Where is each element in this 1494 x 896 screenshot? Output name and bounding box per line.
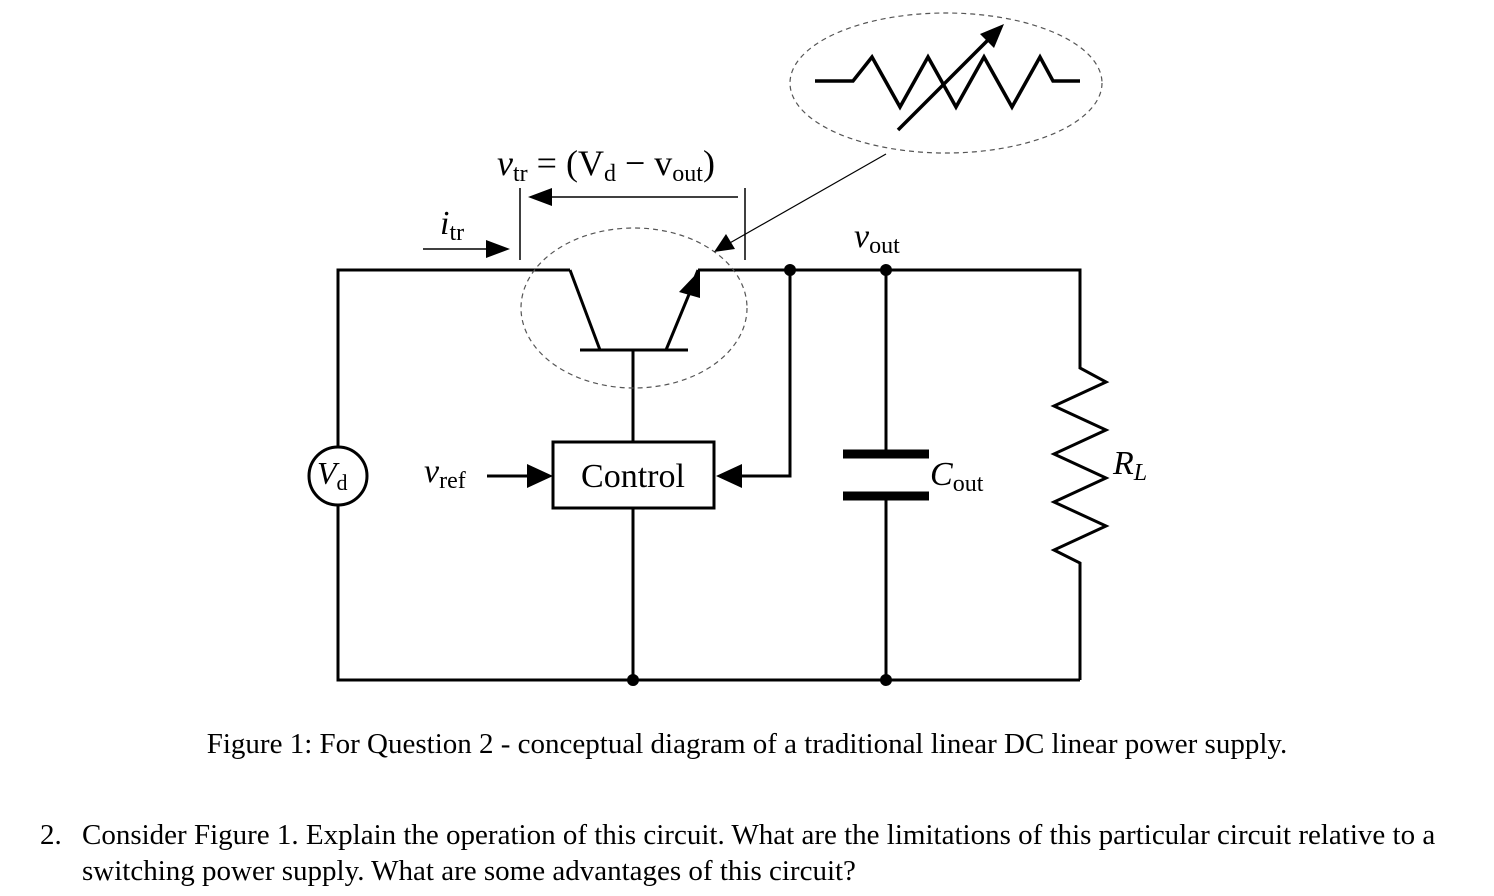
vd-label: Vd [317,455,348,495]
variable-resistor-arrowhead [980,24,1004,48]
vref-label: vref [424,453,466,494]
transistor-symbol [568,269,700,352]
vtr-equation-label: vtr = (Vd − vout) [497,143,715,187]
vref-arrowhead [527,464,553,488]
transistor-emitter-arrow [679,270,700,298]
rl-label: RL [1112,445,1147,486]
output-capacitor [843,449,929,501]
control-label: Control [581,458,685,495]
variable-resistor-ellipse [789,12,1103,154]
vtr-arrowhead [528,188,552,206]
junction-dots [627,264,892,686]
circuit-wires [336,268,1082,682]
vtr-marker [519,188,746,260]
variable-resistor-arrow [896,34,994,132]
pointer-line [727,153,887,245]
question-number: 2. [40,819,62,851]
cout-label: Cout [930,456,984,497]
circuit-diagram: vtr = (Vd − vout) itr vout Vd vref Contr… [307,12,1147,686]
pointer-arrowhead [714,234,735,252]
question-block: 2. Consider Figure 1. Explain the operat… [40,817,1480,889]
itr-label: itr [440,205,464,246]
figure-caption: Figure 1: For Question 2 - conceptual di… [206,728,1288,760]
control-block [551,440,716,510]
itr-arrowhead [486,240,510,258]
feedback-arrow-head [716,464,742,488]
voltage-source [307,445,369,507]
question-text: Consider Figure 1. Explain the operation… [82,819,1436,887]
variable-resistor-zigzag [815,53,1080,111]
transistor-highlight-ellipse [520,227,748,389]
vout-label: vout [854,218,900,259]
load-resistor [1050,350,1110,565]
